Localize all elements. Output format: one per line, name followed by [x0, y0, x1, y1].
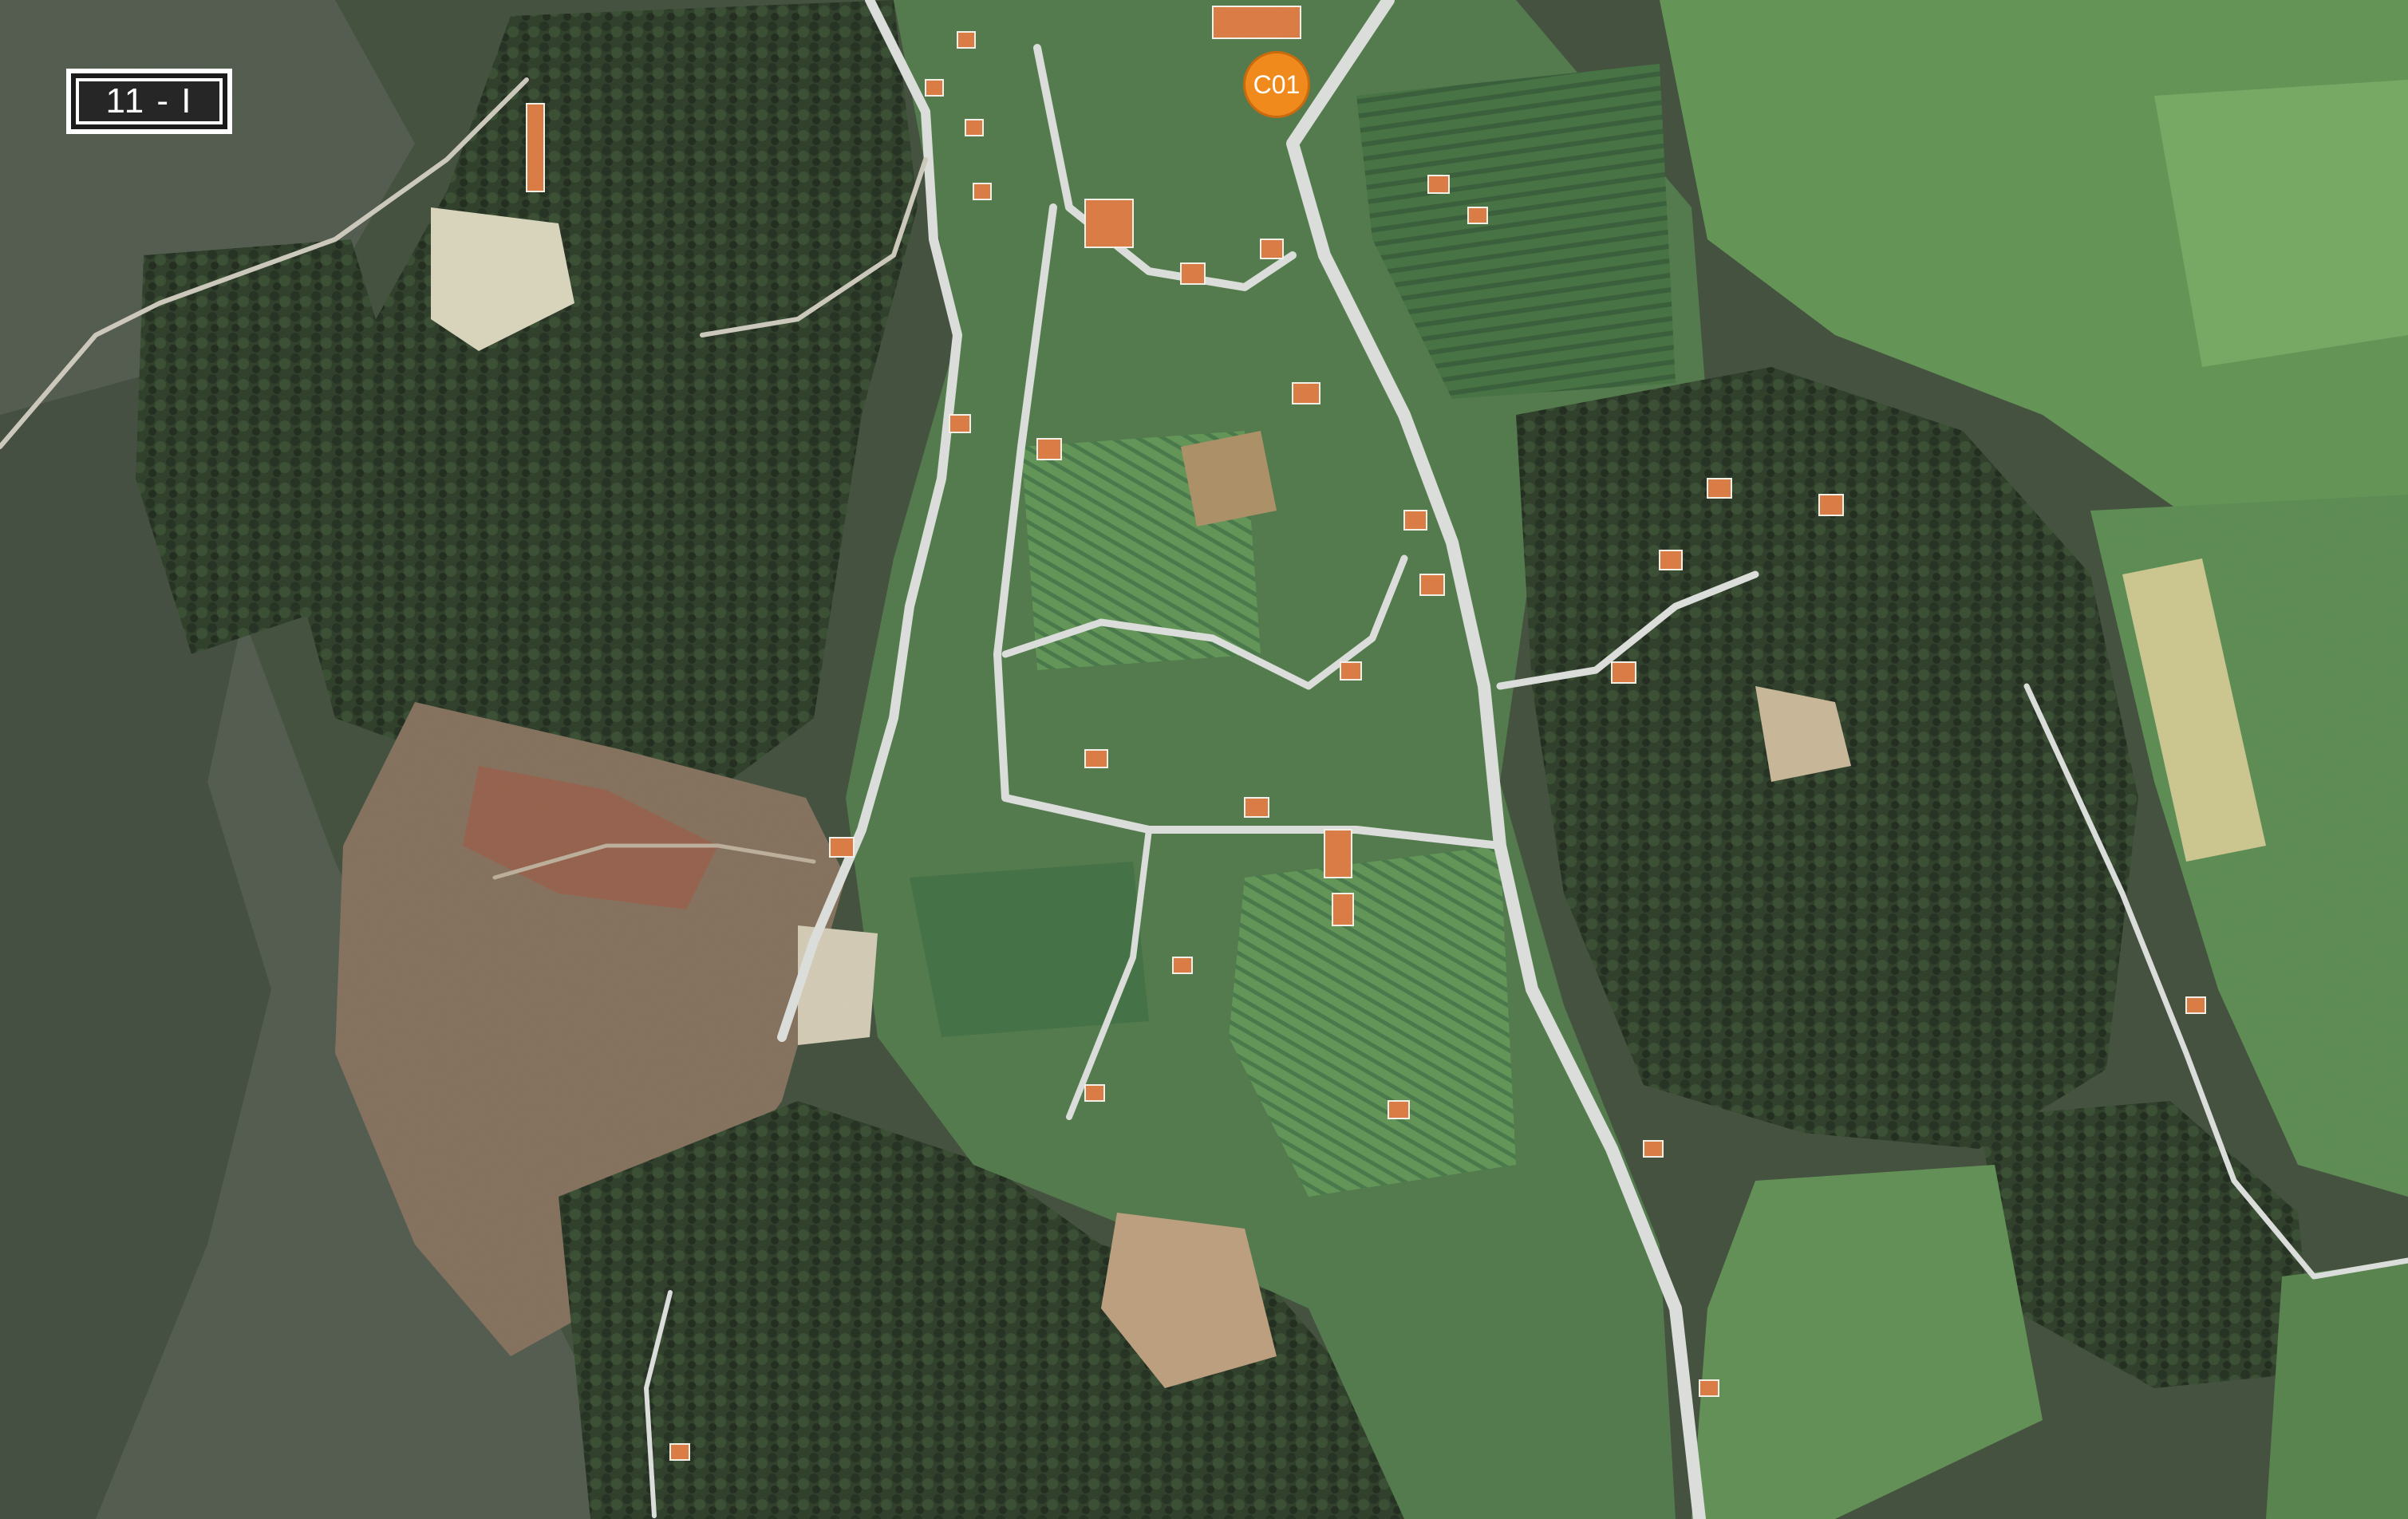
- point-marker-c01[interactable]: C01: [1243, 51, 1310, 118]
- map-sheet-label: 11 - I: [66, 69, 232, 134]
